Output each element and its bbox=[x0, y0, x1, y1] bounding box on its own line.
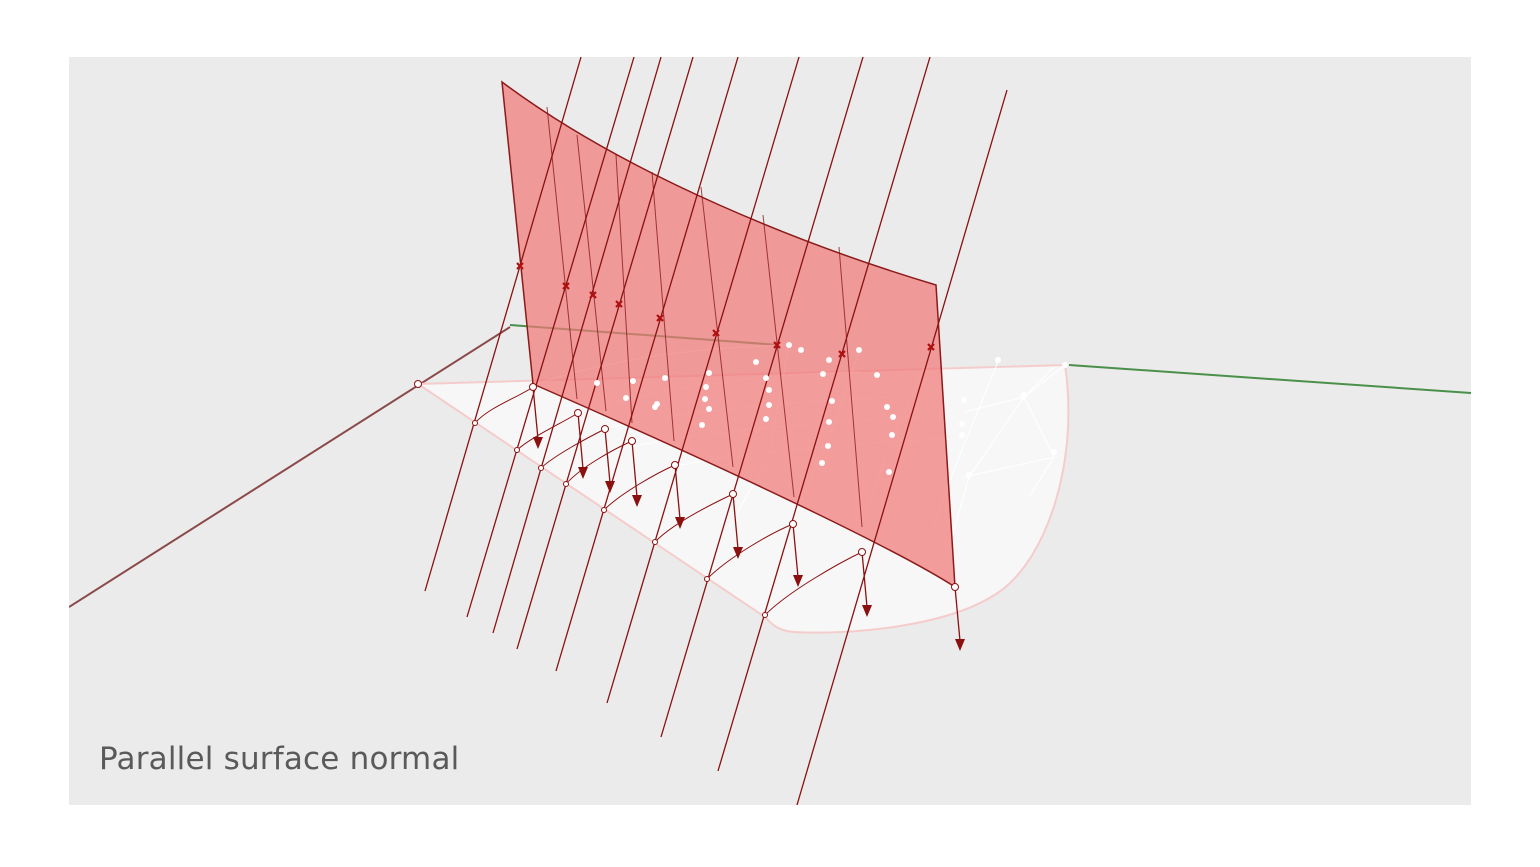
cutting-plane bbox=[501, 80, 956, 589]
normal-arrows bbox=[532, 386, 961, 642]
surface-points bbox=[594, 342, 1068, 478]
edge-vertices bbox=[414, 380, 959, 618]
figure-caption: Parallel surface normal bbox=[99, 741, 460, 777]
x-axis-line bbox=[69, 326, 511, 608]
scene-canvas bbox=[69, 57, 1471, 805]
incoming-rays bbox=[424, 57, 1008, 805]
3d-viewport[interactable]: Parallel surface normal bbox=[69, 57, 1471, 805]
y-axis-line-front bbox=[1068, 364, 1471, 394]
surface-arcs bbox=[474, 386, 863, 616]
x-mark-icon bbox=[516, 262, 935, 358]
